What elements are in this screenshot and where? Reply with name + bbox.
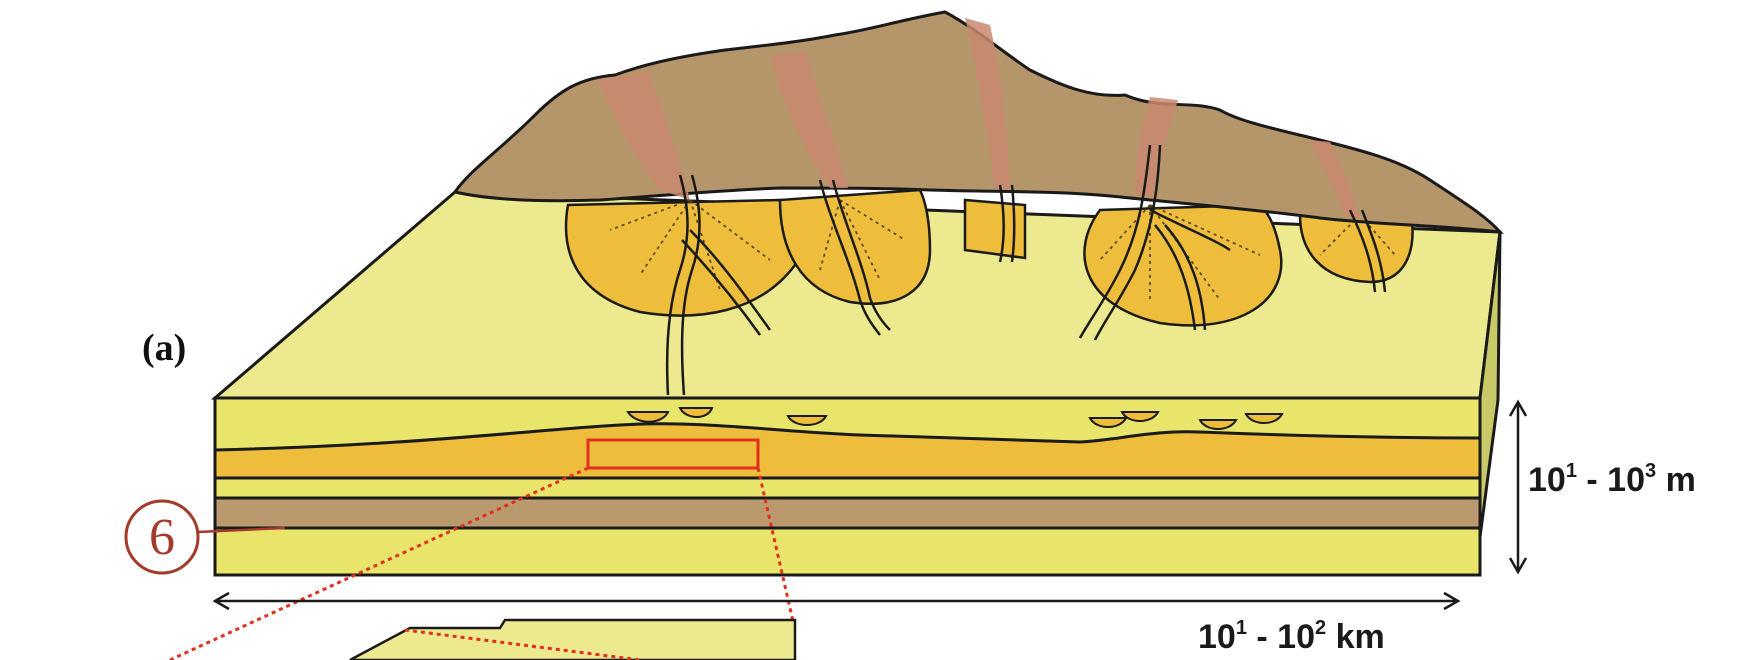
vertical-scale-arrow	[1510, 402, 1526, 572]
horizontal-scale-label: 101 - 102 km	[1198, 617, 1385, 656]
layer-4-brown	[215, 498, 1480, 528]
vertical-scale-label: 101 - 103 m	[1528, 460, 1696, 499]
marker-number: 6	[149, 509, 175, 566]
panel-label: (a)	[142, 327, 186, 369]
fan-3	[965, 200, 1025, 258]
layer-3	[215, 478, 1480, 498]
subfigure-block	[350, 620, 795, 660]
cross-section	[215, 398, 1480, 575]
horizontal-scale-arrow	[215, 593, 1458, 609]
